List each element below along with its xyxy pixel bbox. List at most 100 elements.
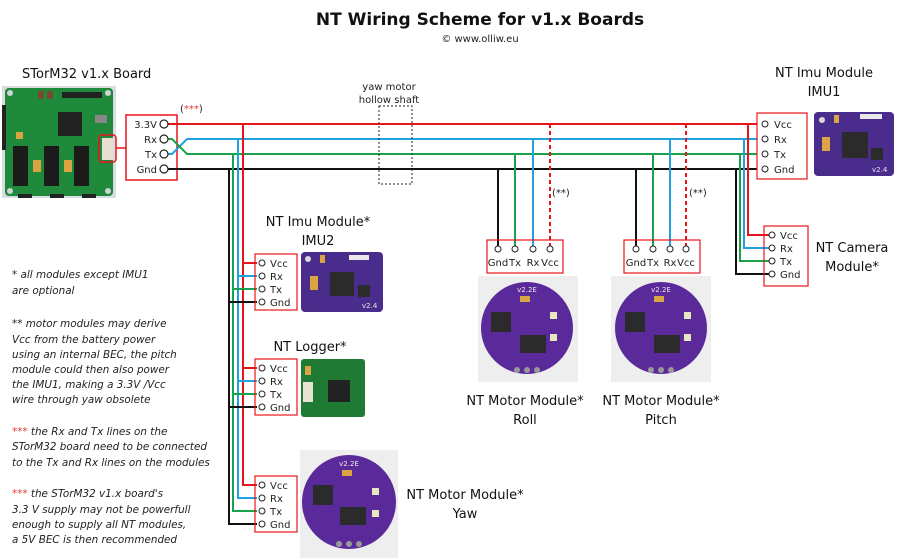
board-annotation: (***) xyxy=(180,104,203,115)
left-drop-wires xyxy=(228,124,257,525)
logger-pin-box xyxy=(254,358,298,416)
main-bus xyxy=(164,123,757,170)
roll-pin-gnd: Gnd xyxy=(488,258,508,269)
logger-photo xyxy=(301,359,365,417)
imu1-pin-gnd: Gnd xyxy=(774,165,794,176)
pitch-annotation: (**) xyxy=(689,188,707,199)
imu2-pin-terminals xyxy=(258,259,266,306)
pitch-pin-gnd: Gnd xyxy=(626,258,646,269)
note-1-line-2: are optional xyxy=(12,285,75,297)
pitch-label-line1: NT Motor Module* xyxy=(602,394,720,409)
yaw-pin-box xyxy=(254,475,298,533)
note-1-line-1: * all modules except IMU1 xyxy=(12,269,148,281)
note-2-line-3: using an internal BEC, the pitch xyxy=(12,349,177,361)
shaft-label-line2: hollow shaft xyxy=(359,95,420,106)
camera-pin-box xyxy=(763,225,809,287)
imu1-photo: v2.4 xyxy=(814,112,894,176)
note-3-line-2: STorM32 board need to be connected xyxy=(12,441,207,453)
notes: * all modules except IMU1 are optional *… xyxy=(12,269,210,546)
yaw-pin-rx: Rx xyxy=(270,494,283,505)
pitch-motor-photo: v2.2E xyxy=(611,276,711,382)
yaw-label-line1: NT Motor Module* xyxy=(406,488,524,503)
yaw-label-line2: Yaw xyxy=(452,507,478,522)
roll-pin-box xyxy=(486,239,564,274)
note-4-line-2: 3.3 V supply may not be powerfull xyxy=(12,504,191,516)
roll-label-line2: Roll xyxy=(513,413,537,428)
camera-pin-tx: Tx xyxy=(779,257,792,268)
roll-pin-tx: Tx xyxy=(508,258,521,269)
storm32-board-photo xyxy=(2,86,116,198)
imu2-pin-vcc: Vcc xyxy=(270,259,288,270)
diagram-title: NT Wiring Scheme for v1.x Boards xyxy=(316,10,644,30)
pitch-pin-tx: Tx xyxy=(646,258,659,269)
note-3-line-1: *** the Rx and Tx lines on the xyxy=(12,426,167,438)
camera-pin-rx: Rx xyxy=(780,244,793,255)
svg-text:v2.4: v2.4 xyxy=(362,302,378,310)
yaw-pin-vcc: Vcc xyxy=(270,481,288,492)
copyright: © www.olliw.eu xyxy=(441,34,518,45)
note-2-line-4: module could then also power xyxy=(12,364,170,376)
imu2-label-line2: IMU2 xyxy=(302,234,335,249)
camera-label-line2: Module* xyxy=(825,260,879,275)
note-2-line-6: wire through yaw obsolete xyxy=(12,394,151,406)
svg-text:v2.2E: v2.2E xyxy=(651,286,671,294)
svg-text:v2.2E: v2.2E xyxy=(339,460,359,468)
camera-drop-wires xyxy=(735,124,771,275)
roll-drop-wires xyxy=(497,124,551,247)
camera-pin-terminals xyxy=(768,231,776,278)
shaft-label-line1: yaw motor xyxy=(362,82,416,93)
logger-pin-tx: Tx xyxy=(269,390,282,401)
yaw-motor-photo: v2.2E xyxy=(300,450,398,558)
roll-pin-rx: Rx xyxy=(527,258,540,269)
imu1-pin-rx: Rx xyxy=(774,135,787,146)
roll-pin-terminals xyxy=(494,245,554,253)
camera-pin-gnd: Gnd xyxy=(780,270,800,281)
note-4-line-1: *** the STorM32 v1.x board's xyxy=(12,488,164,500)
rx-bus-wire xyxy=(164,138,757,155)
board-pin-terminals xyxy=(159,119,169,174)
roll-label-line1: NT Motor Module* xyxy=(466,394,584,409)
note-3-line-3: to the Tx and Rx lines on the modules xyxy=(12,457,210,469)
board-label: STorM32 v1.x Board xyxy=(22,67,151,82)
imu1-pin-box xyxy=(756,112,808,180)
imu1-label-line1: NT Imu Module xyxy=(775,66,873,81)
svg-text:v2.2E: v2.2E xyxy=(517,286,537,294)
imu2-label-line1: NT Imu Module* xyxy=(266,215,371,230)
board-pin-gnd: Gnd xyxy=(137,165,157,176)
board-pin-3v3: 3.3V xyxy=(134,120,157,131)
yaw-pin-tx: Tx xyxy=(269,507,282,518)
imu1-pin-tx: Tx xyxy=(773,150,786,161)
board-pin-box xyxy=(125,114,178,181)
imu2-photo: v2.4 xyxy=(301,252,383,312)
svg-text:v2.4: v2.4 xyxy=(872,166,888,174)
imu2-pin-tx: Tx xyxy=(269,285,282,296)
hollow-shaft-outline xyxy=(378,105,413,185)
pitch-pin-rx: Rx xyxy=(664,258,677,269)
note-4-line-4: a 5V BEC is then recommended xyxy=(12,534,177,546)
camera-pin-vcc: Vcc xyxy=(780,231,798,242)
logger-pin-gnd: Gnd xyxy=(270,403,290,414)
pitch-pin-box xyxy=(623,239,701,274)
logger-pin-vcc: Vcc xyxy=(270,364,288,375)
roll-motor-photo: v2.2E xyxy=(478,276,578,382)
yaw-pin-gnd: Gnd xyxy=(270,520,290,531)
imu1-label-line2: IMU1 xyxy=(808,85,841,100)
note-2-line-1: ** motor modules may derive xyxy=(12,318,166,330)
roll-annotation: (**) xyxy=(552,188,570,199)
imu1-pin-vcc: Vcc xyxy=(774,120,792,131)
pitch-drop-wires xyxy=(635,124,687,247)
imu2-pin-box xyxy=(254,253,298,311)
yaw-pin-terminals xyxy=(258,481,266,528)
logger-pin-rx: Rx xyxy=(270,377,283,388)
logger-pin-terminals xyxy=(258,364,266,411)
board-pin-tx: Tx xyxy=(144,150,157,161)
roll-pin-vcc: Vcc xyxy=(541,258,559,269)
pitch-pin-vcc: Vcc xyxy=(677,258,695,269)
pitch-label-line2: Pitch xyxy=(645,413,677,428)
imu1-pin-terminals xyxy=(761,120,769,173)
imu2-pin-gnd: Gnd xyxy=(270,298,290,309)
pitch-pin-terminals xyxy=(632,245,690,253)
note-2-line-5: the IMU1, making a 3.3V /Vcc xyxy=(12,379,166,391)
camera-label-line1: NT Camera xyxy=(816,241,889,256)
